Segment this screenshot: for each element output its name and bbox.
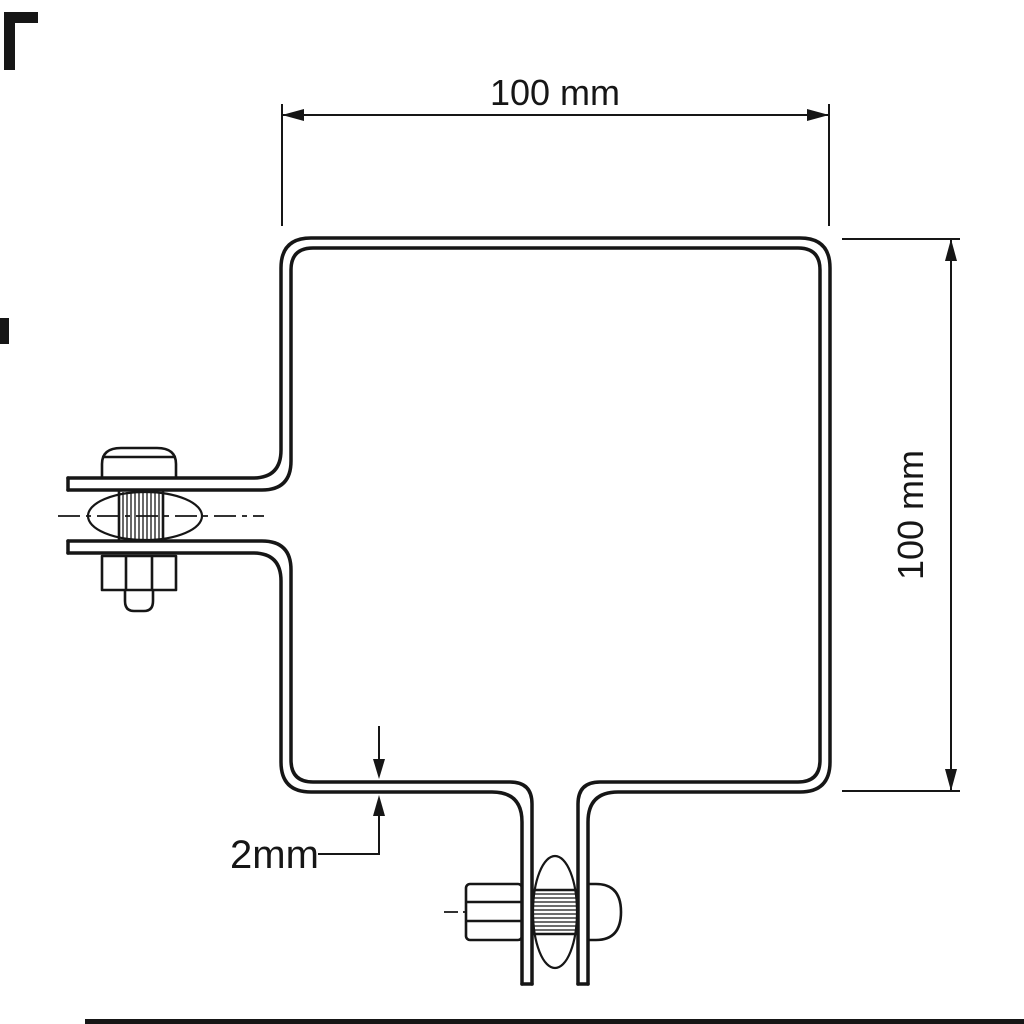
width-dimension-label: 100 mm [490,72,620,113]
artifact-top-left-vertical [4,12,15,70]
artifact-left-edge-tick [0,318,9,344]
clamp-outline-outer-lower [66,551,524,986]
artifact-bottom-strip [85,1019,1024,1024]
thickness-arrow-upper [373,759,385,779]
thickness-dimension: 2mm [230,726,385,877]
thickness-dimension-label: 2mm [230,833,319,877]
clamp-outline-inner-lower [66,539,534,986]
left-bolt-assembly [86,446,204,613]
right-arrow-top [945,239,957,261]
bottom-bolt-shank-edges [532,888,578,936]
thickness-arrow-lower [373,795,385,816]
top-arrow-left [282,109,304,121]
bottom-bolt-hex-head [464,882,524,942]
left-bolt-nut-facets [124,556,154,590]
scan-artifacts [0,12,1024,1024]
bottom-bolt-washer [531,854,579,970]
bottom-bolt-threads [534,893,576,931]
top-dimension: 100 mm [281,72,830,226]
height-dimension-label: 100 mm [890,450,931,580]
left-bolt-nut [100,554,178,592]
right-arrow-bottom [945,769,957,791]
top-arrow-right [807,109,829,121]
clamp-body [66,236,832,986]
bottom-bolt-assembly [464,854,623,970]
right-dimension: 100 mm [842,238,960,792]
bottom-bolt-dome-end [588,882,623,942]
left-bolt-end [123,590,155,613]
clamp-outline-inner-upper [66,246,822,986]
artifact-top-left-horizontal [4,12,38,23]
left-bolt-head [100,446,178,480]
clamp-outline-outer-upper [66,236,832,986]
bottom-bolt-head-facets [466,900,522,923]
